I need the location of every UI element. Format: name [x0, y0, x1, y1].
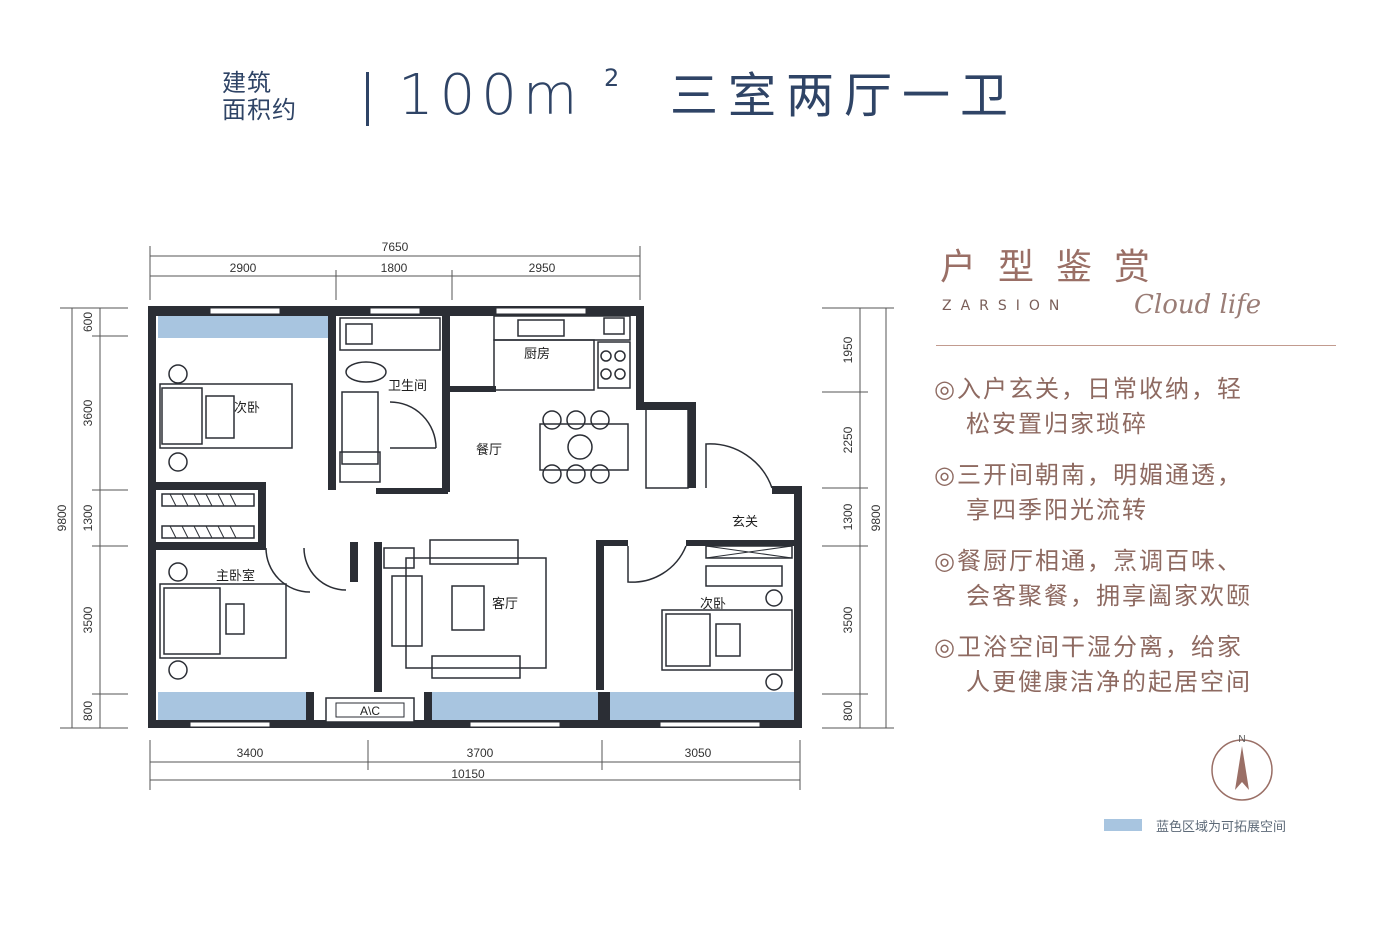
- dim-top-total: 7650: [382, 240, 409, 254]
- compass-label: N: [1238, 734, 1245, 745]
- dim-left-total: 9800: [55, 504, 69, 531]
- legend-swatch: [1104, 819, 1142, 831]
- area-label-line1: 建筑: [222, 69, 272, 97]
- entrance-cabinet: [705, 545, 793, 559]
- dim-left-5: 800: [81, 701, 95, 721]
- feature-line: 会客聚餐，拥享阖家欢颐: [966, 582, 1252, 610]
- layout-type: 三室两厅一卫: [670, 68, 1019, 124]
- sidebar-divider: [936, 345, 1336, 346]
- room-master-bedroom: 主卧室: [216, 568, 255, 584]
- expandable-areas: [158, 316, 794, 720]
- feature-item: ◎卫浴空间干湿分离，给家 人更健康洁净的起居空间: [934, 630, 1354, 700]
- feature-line: 松安置归家琐碎: [966, 410, 1148, 438]
- area-label-line2: 面积约: [222, 96, 297, 124]
- brand-script: Cloud life: [1134, 290, 1262, 320]
- dim-top-1: 2900: [230, 261, 257, 275]
- furniture-dining: [539, 407, 773, 489]
- room-dining: 餐厅: [476, 442, 502, 458]
- feature-line: 人更健康洁净的起居空间: [966, 668, 1252, 696]
- dim-right-3: 1300: [841, 503, 855, 530]
- feature-line: ◎入户玄关，日常收纳，轻: [934, 375, 1243, 403]
- dim-right-5: 800: [841, 701, 855, 721]
- dim-bottom-3: 3050: [685, 746, 712, 760]
- north-compass: N: [1211, 734, 1273, 801]
- area-label: 建筑 面积约: [222, 70, 297, 124]
- dim-bottom-total: 10150: [451, 767, 485, 781]
- furniture-bed-second-top: [159, 364, 293, 539]
- dim-left-2: 3600: [81, 399, 95, 426]
- furniture-kitchen: [493, 315, 631, 391]
- dim-left-4: 3500: [81, 606, 95, 633]
- windows: [189, 307, 761, 728]
- furniture-bed-master: [159, 547, 311, 680]
- feature-line: ◎餐厨厅相通，烹调百味、: [934, 547, 1243, 575]
- ac-unit: A\C: [325, 697, 415, 723]
- header-divider: [366, 72, 369, 126]
- furniture-living: [303, 539, 547, 679]
- dim-left-3: 1300: [81, 504, 95, 531]
- room-kitchen: 厨房: [524, 346, 550, 362]
- dim-left-1: 600: [81, 312, 95, 332]
- feature-line: ◎卫浴空间干湿分离，给家: [934, 633, 1243, 661]
- furniture-bed-right: [627, 545, 793, 691]
- sidebar-title: 户型鉴赏: [940, 247, 1173, 288]
- room-living: 客厅: [492, 596, 518, 612]
- room-second-bedroom-top: 次卧: [234, 400, 260, 416]
- feature-item: ◎餐厨厅相通，烹调百味、 会客聚餐，拥享阖家欢颐: [934, 544, 1354, 614]
- dim-right-2: 2250: [841, 426, 855, 453]
- dim-right-4: 3500: [841, 606, 855, 633]
- walls: [148, 306, 802, 728]
- area-value: 100m: [398, 63, 584, 128]
- brand-name: ZARSION: [942, 298, 1069, 314]
- wardrobe-hatch: [169, 493, 237, 539]
- room-bathroom: 卫生间: [388, 379, 427, 394]
- dim-bottom-2: 3700: [467, 746, 494, 760]
- feature-line: 享四季阳光流转: [966, 496, 1148, 524]
- dim-top-3: 2950: [529, 261, 556, 275]
- feature-item: ◎三开间朝南，明媚通透， 享四季阳光流转: [934, 458, 1354, 528]
- feature-item: ◎入户玄关，日常收纳，轻 松安置归家琐碎: [934, 372, 1354, 442]
- dim-bottom-1: 3400: [237, 746, 264, 760]
- feature-line: ◎三开间朝南，明媚通透，: [934, 461, 1243, 489]
- dim-right-total: 9800: [869, 504, 883, 531]
- room-second-bedroom-right: 次卧: [700, 596, 726, 612]
- legend-text: 蓝色区域为可拓展空间: [1156, 820, 1287, 835]
- dim-top-2: 1800: [381, 261, 408, 275]
- dim-right-1: 1950: [841, 336, 855, 363]
- room-labels: 次卧 卫生间 厨房 餐厅 玄关 主卧室 客厅 次卧: [216, 346, 758, 612]
- dimension-labels: 7650 2900 1800 2950 3400 3700 3050 10150…: [55, 240, 883, 781]
- furniture-bathroom: [339, 317, 441, 483]
- area-unit-superscript: 2: [604, 64, 620, 92]
- room-entrance: 玄关: [732, 515, 758, 530]
- ac-label: A\C: [360, 704, 380, 718]
- dimension-lines: [60, 246, 894, 790]
